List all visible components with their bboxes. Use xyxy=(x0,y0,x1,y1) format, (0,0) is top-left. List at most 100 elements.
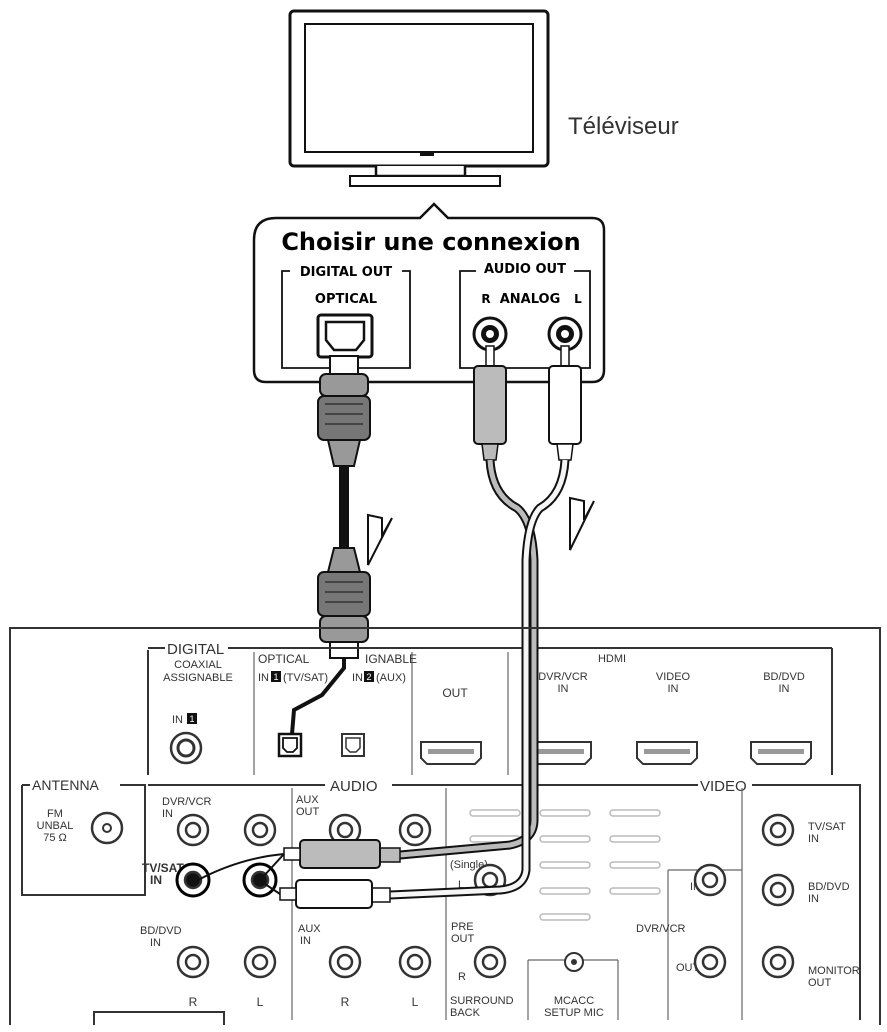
assignable-label: ASSIGNABLE xyxy=(163,672,233,684)
rca-jack-dvr-r-icon xyxy=(176,813,210,847)
audio-r2-label: R xyxy=(341,995,350,1009)
rca-jack-bd-r-icon xyxy=(176,945,210,979)
pre-l-label: L xyxy=(458,879,464,891)
audio-r1-label: R xyxy=(189,995,198,1009)
hdmi-dvr-label-2: IN xyxy=(558,683,569,695)
audio-bd-label-1: BD/DVD xyxy=(140,925,182,937)
tvsat-label-2: IN xyxy=(150,873,162,887)
optical-in1-port-icon xyxy=(277,732,303,758)
mcacc-label-1: MCACC xyxy=(554,995,594,1007)
hdmi-video-label-2: IN xyxy=(668,683,679,695)
audio-l2-label: L xyxy=(412,995,419,1009)
audio-l1-label: L xyxy=(257,995,264,1009)
video-tvsat-label-1: TV/SAT xyxy=(808,821,846,833)
analog-l-label: L xyxy=(574,292,582,306)
hdmi-video-port-icon xyxy=(636,741,698,765)
digital-out-label: DIGITAL OUT xyxy=(300,265,392,280)
monitor-label-2: OUT xyxy=(808,977,832,989)
optical-cable-icon xyxy=(317,355,371,659)
hdmi-dvr-label-1: DVR/VCR xyxy=(538,671,588,683)
fm-antenna-jack-icon xyxy=(90,811,124,845)
analog-r-label: R xyxy=(481,292,490,306)
optical-in1-label: IN xyxy=(258,672,269,684)
aux-out-label-2: OUT xyxy=(296,806,320,818)
monitor-label-1: MONITOR xyxy=(808,965,860,977)
optical-in1-num: 1 xyxy=(273,672,278,682)
pre-out-label-1: PRE xyxy=(451,921,474,933)
optical-in2-name: (AUX) xyxy=(376,672,406,684)
aux-in-label-1: AUX xyxy=(298,923,321,935)
pre-out-label-2: OUT xyxy=(451,933,475,945)
video-bd-label-1: BD/DVD xyxy=(808,881,850,893)
coaxial-label: COAXIAL xyxy=(174,659,222,671)
surround-label: SURROUND xyxy=(450,995,514,1007)
tvsat-label-1: TV/SAT xyxy=(142,861,184,875)
audio-bd-label-2: IN xyxy=(150,937,161,949)
optical-out-label: OPTICAL xyxy=(315,292,377,307)
rca-jack-dvr-l-icon xyxy=(243,813,277,847)
audio-out-label: AUDIO OUT xyxy=(484,262,566,277)
aux-out-label-1: AUX xyxy=(296,794,319,806)
rca-out-r-jack-icon xyxy=(472,316,508,352)
rca-jack-tvsat-r-icon xyxy=(175,862,211,898)
rca-jack-auxin-r-icon xyxy=(328,945,362,979)
optical-in-label: OPTICAL xyxy=(258,652,310,666)
optical-in2-port-icon xyxy=(341,733,365,757)
rca-jack-video-out-icon xyxy=(693,945,727,979)
rca-jack-video-tvsat-icon xyxy=(761,813,795,847)
audio-section-label: AUDIO xyxy=(330,778,378,795)
hdmi-bd-port-icon xyxy=(750,741,812,765)
video-bd-label-2: IN xyxy=(808,893,819,905)
rca-jack-video-in-icon xyxy=(693,863,727,897)
audio-dvr-label-2: IN xyxy=(162,808,173,820)
rca-jack-sb-r-icon xyxy=(473,945,507,979)
coaxial-jack-icon xyxy=(169,731,203,765)
video-dvr-label: DVR/VCR xyxy=(636,923,686,935)
rca-jack-auxout-l-icon xyxy=(398,813,432,847)
antenna-label: ANTENNA xyxy=(32,777,100,793)
rca-cable-receiver-end-icon xyxy=(197,640,539,909)
unbal-label: UNBAL xyxy=(37,820,74,832)
hdmi-label: HDMI xyxy=(598,653,626,665)
rca-jack-auxin-l-icon xyxy=(398,945,432,979)
aux-in-label-2: IN xyxy=(300,935,311,947)
video-section-label: VIDEO xyxy=(700,778,747,795)
mcacc-label-2: SETUP MIC xyxy=(544,1007,604,1019)
rca-jack-bd-l-icon xyxy=(243,945,277,979)
callout-title: Choisir une connexion xyxy=(281,228,580,256)
rca-cable-icon xyxy=(473,345,582,645)
sb-r-label: R xyxy=(458,971,466,983)
receiver-panel xyxy=(9,627,881,1025)
arrow-down-analog-icon xyxy=(569,496,595,551)
hdmi-dvr-port-icon xyxy=(530,741,592,765)
tv-label: Téléviseur xyxy=(568,113,679,140)
vent-slots xyxy=(469,809,661,921)
audio-out-bracket xyxy=(459,270,591,369)
rca-out-l-jack-icon xyxy=(547,316,583,352)
optical-assignable-label: IGNABLE xyxy=(365,652,417,666)
video-out-label: OUT xyxy=(676,962,700,974)
arrow-down-optical-icon xyxy=(367,513,393,566)
hdmi-bd-label-1: BD/DVD xyxy=(763,671,805,683)
audio-dvr-label-1: DVR/VCR xyxy=(162,796,212,808)
tv-icon xyxy=(288,9,550,187)
optical-in2-label: IN xyxy=(352,672,363,684)
hdmi-out-label: OUT xyxy=(442,686,468,700)
hdmi-out-port-icon xyxy=(420,741,482,765)
coax-in-label: IN xyxy=(172,714,183,726)
hdmi-video-label-1: VIDEO xyxy=(656,671,691,683)
ohm-label: 75 Ω xyxy=(43,832,67,844)
back-label: BACK xyxy=(450,1007,481,1019)
analog-label: ANALOG xyxy=(500,292,561,307)
hdmi-bd-label-2: IN xyxy=(779,683,790,695)
coax-in-num: 1 xyxy=(189,714,194,724)
rca-jack-video-bd-icon xyxy=(761,873,795,907)
mcacc-mic-jack-icon xyxy=(564,952,584,972)
digital-section-label: DIGITAL xyxy=(167,641,224,658)
optical-in1-name: (TV/SAT) xyxy=(283,672,328,684)
optical-out-port-icon xyxy=(316,313,374,359)
optical-in2-num: 2 xyxy=(366,672,371,682)
fm-label: FM xyxy=(47,808,63,820)
video-tvsat-label-2: IN xyxy=(808,833,819,845)
